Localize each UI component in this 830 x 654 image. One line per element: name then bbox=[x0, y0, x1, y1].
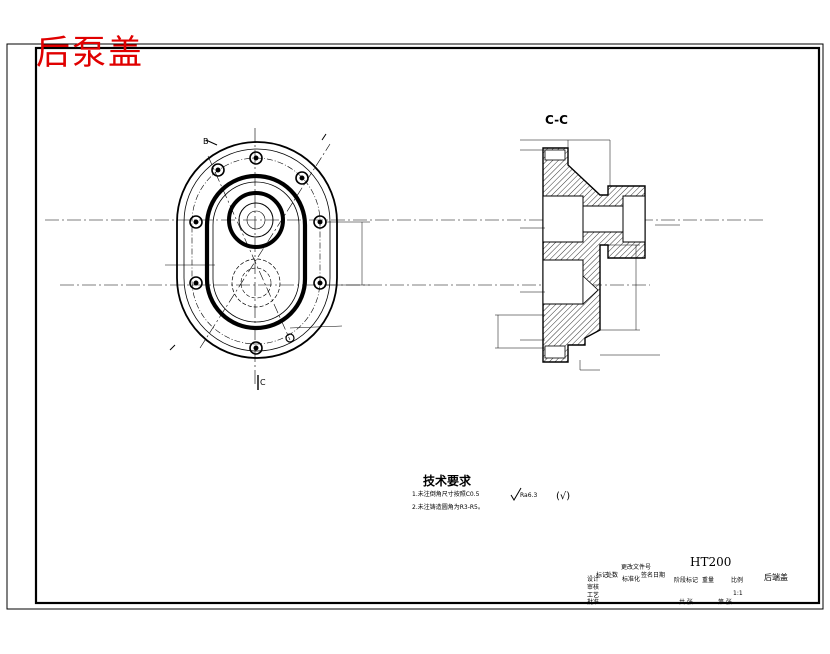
tb-label: 日期 bbox=[653, 572, 666, 579]
outer-flange bbox=[176, 141, 338, 359]
tech-requirements-heading: 技术要求 bbox=[423, 474, 472, 488]
tb-label: 标记 bbox=[596, 572, 609, 579]
roughness-value: Ra6.3 bbox=[520, 492, 538, 499]
view-mark-c: C bbox=[260, 378, 266, 387]
tb-label: 工艺 bbox=[587, 592, 600, 599]
tb-label: 更改文件号 bbox=[621, 564, 652, 571]
tb-label: 处数 bbox=[606, 572, 619, 579]
outer-border bbox=[6, 43, 824, 610]
bolt-hole bbox=[189, 215, 203, 229]
front-view bbox=[165, 133, 370, 390]
part-name: 后端盖 bbox=[764, 573, 788, 582]
bolt-hole bbox=[313, 276, 327, 290]
tb-label: 第 张 bbox=[718, 599, 732, 606]
view-mark-b: B bbox=[203, 137, 209, 146]
lower-bore bbox=[231, 258, 281, 308]
bolt-circle bbox=[191, 157, 321, 345]
centerlines bbox=[45, 128, 765, 385]
tb-label: 阶段标记 bbox=[674, 577, 699, 584]
tb-label: 标准化 bbox=[622, 576, 641, 583]
bolt-hole bbox=[313, 215, 327, 229]
bolt-hole bbox=[249, 341, 263, 355]
tb-label: 共 张 bbox=[679, 599, 693, 606]
tb-label: 比例 bbox=[731, 577, 744, 584]
section-label: C-C bbox=[545, 113, 568, 127]
bolt-hole bbox=[295, 171, 309, 185]
tb-label: 设计 bbox=[587, 576, 600, 583]
tb-label: 1:1 bbox=[733, 590, 743, 597]
section-view bbox=[495, 139, 680, 371]
drawing-title: 后泵盖 bbox=[36, 33, 144, 73]
tb-label: 签名 bbox=[641, 572, 654, 579]
bolt-hole bbox=[189, 276, 203, 290]
bolt-holes bbox=[189, 151, 327, 355]
tb-label: 审核 bbox=[587, 584, 600, 591]
inner-border bbox=[34, 46, 821, 605]
tech-requirement-item: 1.未注倒角尺寸按照C0.5 bbox=[412, 491, 480, 498]
surface-roughness-icon bbox=[510, 487, 522, 501]
tech-requirement-item: 2.未注铸造圆角为R3-R5。 bbox=[412, 504, 484, 511]
bolt-hole bbox=[285, 333, 295, 343]
tb-label: 批准 bbox=[587, 599, 600, 606]
bolt-hole bbox=[211, 163, 225, 177]
material-label: HT200 bbox=[690, 555, 732, 569]
roughness-other: (√) bbox=[556, 491, 571, 502]
upper-bore bbox=[227, 191, 285, 249]
bolt-hole bbox=[249, 151, 263, 165]
inner-recess bbox=[204, 173, 308, 331]
tb-label: 重量 bbox=[702, 577, 715, 584]
